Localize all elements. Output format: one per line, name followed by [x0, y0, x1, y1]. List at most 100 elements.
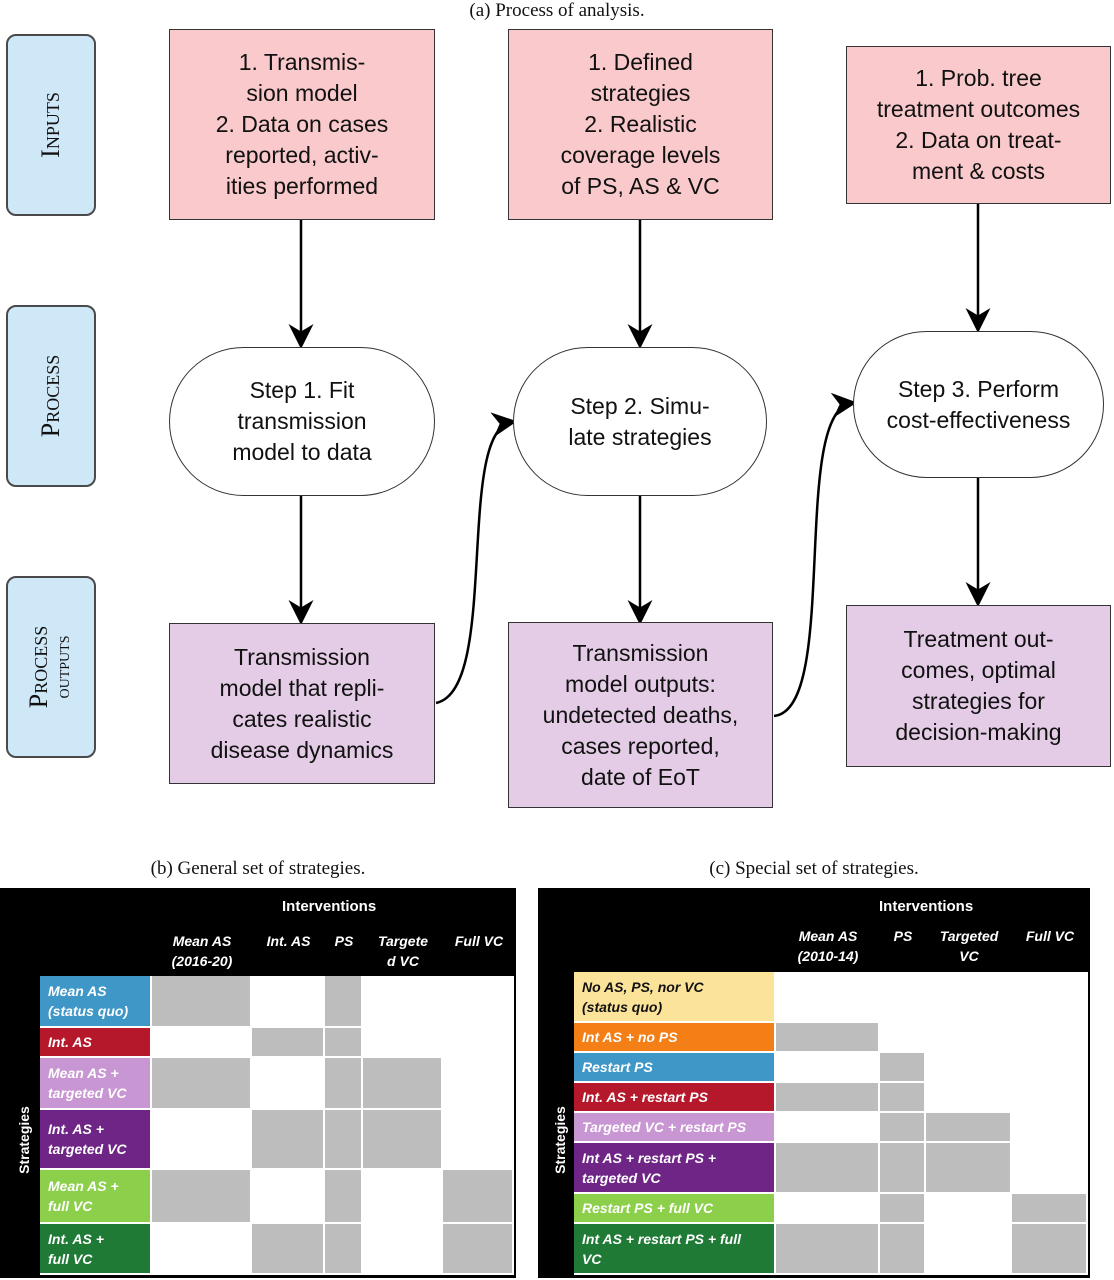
intervention-cell-off: [443, 1028, 514, 1058]
input-box-defined-strategies: 1. Defined strategies 2. Realistic cover…: [508, 29, 773, 220]
intervention-cell-off: [443, 1058, 514, 1110]
strategy-label: Int. AS + restart PS: [574, 1083, 776, 1113]
general-strategies-table: Interventions Strategies Mean AS (2016-2…: [0, 888, 516, 1278]
table-c-interventions-header: Interventions: [879, 898, 974, 915]
intervention-cell-off: [1012, 972, 1088, 1023]
intervention-cell-on: [325, 1058, 363, 1110]
strategy-label: No AS, PS, nor VC (status quo): [574, 972, 776, 1023]
intervention-cell-on: [152, 1058, 252, 1110]
intervention-cell-on: [776, 1143, 880, 1194]
intervention-cell-on: [776, 1023, 880, 1053]
intervention-cell-on: [443, 1170, 514, 1224]
strategy-row: Targeted VC + restart PS: [574, 1113, 1088, 1143]
strategy-row: No AS, PS, nor VC (status quo): [574, 972, 1088, 1023]
intervention-cell-off: [363, 976, 443, 1028]
stage-process: Process: [6, 305, 96, 487]
intervention-cell-on: [880, 1083, 926, 1113]
table-b-col-int-as: Int. AS: [266, 933, 311, 949]
intervention-cell-on: [325, 1028, 363, 1058]
special-strategies-table: Interventions Strategies Mean AS (2010-1…: [538, 888, 1090, 1278]
intervention-cell-off: [926, 972, 1012, 1023]
input-box-transmission-model: 1. Transmis- sion model 2. Data on cases…: [169, 29, 435, 220]
intervention-cell-off: [1012, 1113, 1088, 1143]
intervention-cell-on: [152, 1170, 252, 1224]
intervention-cell-on: [443, 1224, 514, 1275]
intervention-cell-off: [443, 976, 514, 1028]
intervention-cell-on: [252, 1224, 325, 1275]
intervention-cell-on: [880, 1053, 926, 1083]
intervention-cell-on: [363, 1110, 443, 1170]
intervention-cell-on: [152, 976, 252, 1028]
intervention-cell-on: [325, 1224, 363, 1275]
strategy-label: Int AS + restart PS + targeted VC: [574, 1143, 776, 1194]
step-text-3: Step 3. Perform cost-effectiveness: [886, 375, 1071, 433]
table-b-col-targeted-vc: Targete d VC: [377, 933, 429, 969]
strategy-row: Int AS + restart PS + full VC: [574, 1224, 1088, 1275]
intervention-cell-on: [325, 1170, 363, 1224]
intervention-cell-off: [880, 1023, 926, 1053]
input-text-1: 1. Transmis- sion model 2. Data on cases…: [215, 49, 389, 199]
strategy-row: Int AS + no PS: [574, 1023, 1088, 1053]
intervention-cell-off: [152, 1028, 252, 1058]
intervention-cell-on: [776, 1083, 880, 1113]
intervention-cell-off: [776, 972, 880, 1023]
step-text-1: Step 1. Fit transmission model to data: [232, 377, 372, 465]
output-text-2: Transmission model outputs: undetected d…: [542, 639, 739, 790]
intervention-cell-on: [1012, 1194, 1088, 1224]
intervention-cell-off: [926, 1194, 1012, 1224]
intervention-cell-off: [926, 1023, 1012, 1053]
table-c-col-targeted-vc: Targeted VC: [939, 928, 999, 964]
intervention-cell-off: [926, 1053, 1012, 1083]
intervention-cell-off: [152, 1224, 252, 1275]
strategy-label: Restart PS + full VC: [574, 1194, 776, 1224]
intervention-cell-on: [325, 976, 363, 1028]
caption-special-strategies: (c) Special set of strategies.: [709, 858, 919, 879]
strategy-row: Int. AS + restart PS: [574, 1083, 1088, 1113]
intervention-cell-on: [1012, 1224, 1088, 1275]
strategy-row: Restart PS + full VC: [574, 1194, 1088, 1224]
flow-arrows: [288, 204, 991, 718]
step-box-simulate: Step 2. Simu- late strategies: [513, 347, 767, 496]
strategy-label: Targeted VC + restart PS: [574, 1113, 776, 1143]
strategy-row: Mean AS (status quo): [40, 976, 514, 1028]
strategy-label: Int. AS + targeted VC: [40, 1110, 152, 1170]
intervention-cell-on: [325, 1110, 363, 1170]
intervention-cell-off: [880, 972, 926, 1023]
intervention-cell-on: [776, 1224, 880, 1275]
intervention-cell-on: [926, 1113, 1012, 1143]
table-b-col-mean-as: Mean AS (2016-20): [171, 933, 233, 969]
caption-general-strategies: (b) General set of strategies.: [150, 858, 366, 879]
strategy-row: Int. AS: [40, 1028, 514, 1058]
strategy-label: Mean AS + full VC: [40, 1170, 152, 1224]
table-c-col-ps: PS: [893, 928, 913, 944]
intervention-cell-on: [926, 1143, 1012, 1194]
table-b-interventions-header: Interventions: [282, 898, 377, 915]
strategy-label: Int. AS + full VC: [40, 1224, 152, 1275]
intervention-cell-off: [1012, 1053, 1088, 1083]
output-text-1: Transmission model that repli- cates rea…: [210, 643, 394, 763]
intervention-cell-off: [152, 1110, 252, 1170]
intervention-cell-off: [776, 1194, 880, 1224]
step-box-fit-model: Step 1. Fit transmission model to data: [169, 347, 435, 496]
intervention-cell-on: [880, 1143, 926, 1194]
strategy-row: Int. AS + full VC: [40, 1224, 514, 1275]
arrow-output2-step3: [773, 392, 857, 718]
table-c-grid: No AS, PS, nor VC (status quo)Int AS + n…: [574, 972, 1088, 1275]
intervention-cell-off: [252, 1058, 325, 1110]
strategy-label: Int AS + restart PS + full VC: [574, 1224, 776, 1275]
strategy-row: Int. AS + targeted VC: [40, 1110, 514, 1170]
strategy-label: Int AS + no PS: [574, 1023, 776, 1053]
input-text-2: 1. Defined strategies 2. Realistic cover…: [560, 49, 721, 199]
intervention-cell-on: [880, 1224, 926, 1275]
intervention-cell-off: [443, 1110, 514, 1170]
intervention-cell-off: [776, 1053, 880, 1083]
intervention-cell-on: [880, 1113, 926, 1143]
intervention-cell-on: [252, 1028, 325, 1058]
table-c-col-full-vc: Full VC: [1025, 928, 1075, 944]
intervention-cell-off: [252, 1170, 325, 1224]
strategy-row: Mean AS + full VC: [40, 1170, 514, 1224]
intervention-cell-off: [363, 1224, 443, 1275]
strategy-row: Mean AS + targeted VC: [40, 1058, 514, 1110]
arrow-output1-step2: [435, 412, 517, 705]
